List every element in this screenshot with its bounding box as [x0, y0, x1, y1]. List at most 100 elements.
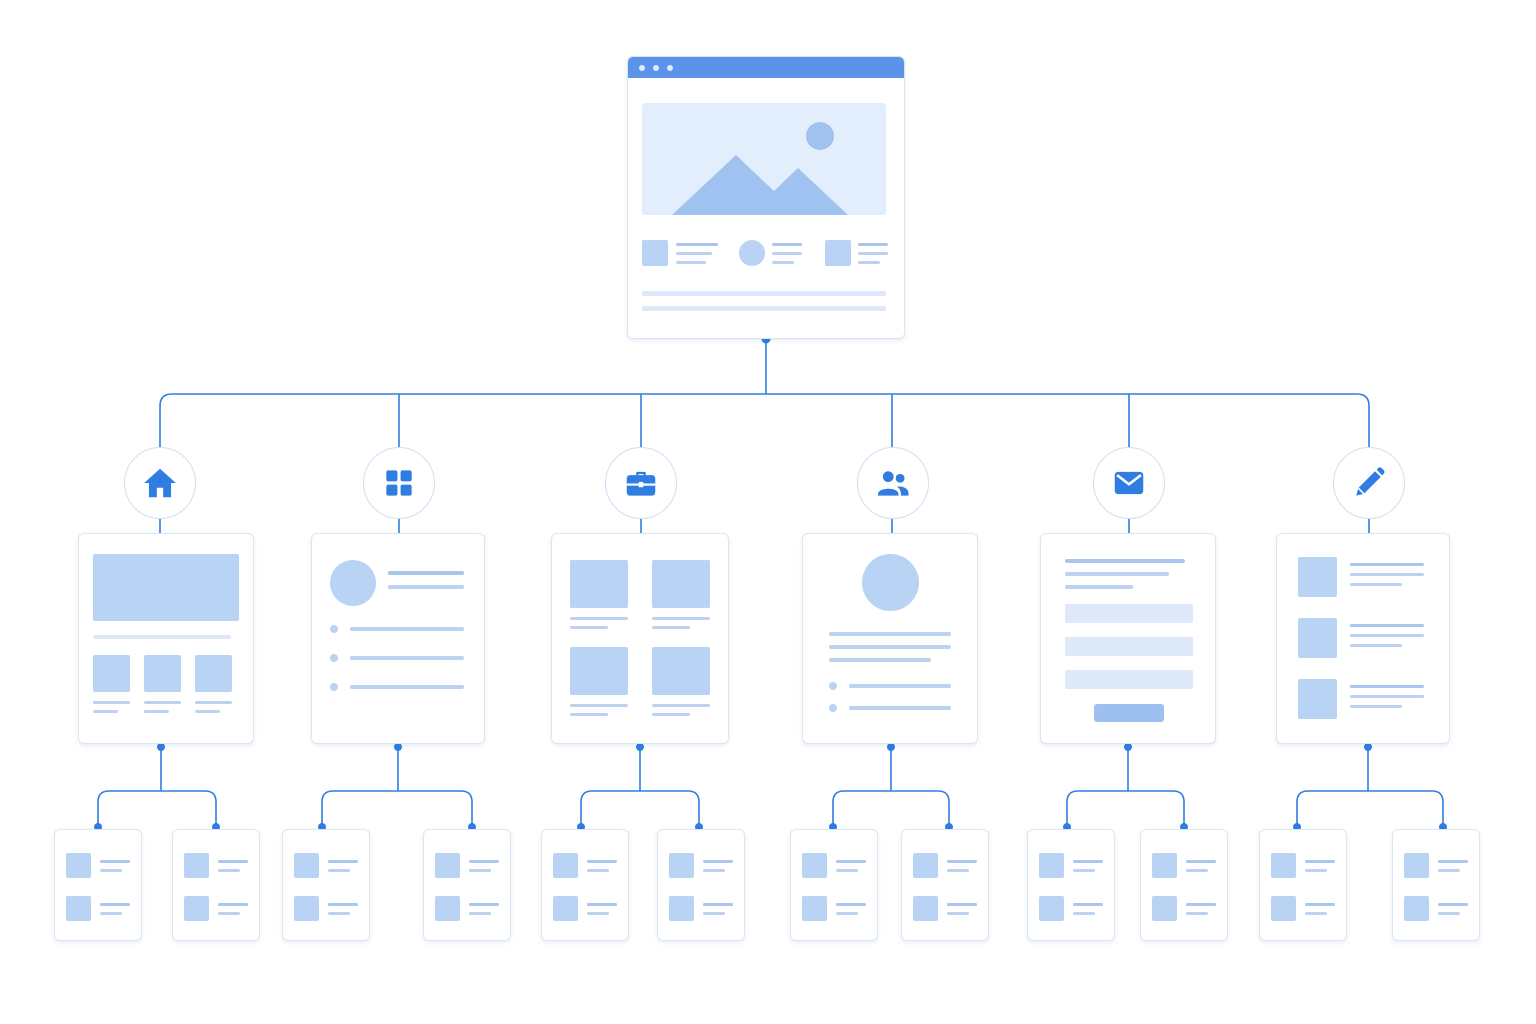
thumb-placeholder — [435, 896, 460, 921]
mail-icon — [1114, 471, 1144, 495]
thumb-placeholder — [1039, 896, 1064, 921]
text-line — [1350, 573, 1424, 576]
tile-placeholder — [570, 647, 628, 695]
thumb-placeholder — [913, 896, 938, 921]
feature-text-line — [858, 243, 888, 246]
tile-caption — [195, 710, 220, 713]
tile-caption — [652, 704, 710, 707]
grid-icon — [386, 470, 412, 496]
banner-placeholder — [93, 554, 239, 621]
text-line — [328, 903, 358, 906]
thumb-placeholder — [1152, 853, 1177, 878]
thumb-placeholder — [553, 853, 578, 878]
text-line — [218, 860, 248, 863]
text-line — [328, 912, 350, 915]
text-line — [1438, 860, 1468, 863]
users-node[interactable] — [857, 447, 929, 519]
text-line — [328, 860, 358, 863]
text-line — [1350, 583, 1402, 586]
text-line — [829, 632, 951, 636]
tile-caption — [652, 626, 690, 629]
text-line — [1305, 903, 1335, 906]
text-line — [218, 903, 248, 906]
feature-avatar — [739, 240, 765, 266]
briefcase-node[interactable] — [605, 447, 677, 519]
text-line — [1350, 563, 1424, 566]
text-line — [836, 903, 866, 906]
feature-text-line — [676, 252, 712, 255]
text-line — [836, 912, 858, 915]
text-line — [100, 869, 122, 872]
window-dot — [667, 65, 673, 71]
tile-caption — [144, 710, 169, 713]
text-line — [1186, 912, 1208, 915]
subpage-wireframe — [657, 829, 745, 941]
list-line — [849, 684, 951, 688]
thumb-placeholder — [294, 853, 319, 878]
text-line — [218, 869, 240, 872]
window-dot — [653, 65, 659, 71]
thumb-placeholder — [435, 853, 460, 878]
text-line — [947, 903, 977, 906]
text-line — [469, 903, 499, 906]
hero-image-placeholder-icon — [642, 103, 886, 215]
text-line — [218, 912, 240, 915]
feature-text-line — [676, 261, 706, 264]
tile-caption — [93, 710, 118, 713]
thumb-placeholder — [1152, 896, 1177, 921]
text-line — [829, 658, 931, 662]
subpage-wireframe — [790, 829, 878, 941]
text-line — [1065, 585, 1133, 589]
text-line — [703, 903, 733, 906]
text-line — [100, 860, 130, 863]
profile-avatar-placeholder — [862, 554, 919, 611]
grid-page-wireframe — [311, 533, 485, 744]
pencil-node[interactable] — [1333, 447, 1405, 519]
root-page-browser-window — [627, 56, 905, 339]
grid-node[interactable] — [363, 447, 435, 519]
home-node[interactable] — [124, 447, 196, 519]
text-line — [703, 912, 725, 915]
text-line — [100, 912, 122, 915]
form-field-placeholder — [1065, 637, 1193, 656]
footer-line — [642, 291, 886, 296]
list-bullet — [330, 625, 338, 633]
text-line — [1350, 695, 1424, 698]
tile-caption — [570, 704, 628, 707]
feature-text-line — [772, 252, 802, 255]
window-dot — [639, 65, 645, 71]
subpage-wireframe — [282, 829, 370, 941]
thumb-placeholder — [1271, 896, 1296, 921]
avatar-placeholder — [330, 560, 376, 606]
text-line — [469, 869, 491, 872]
thumb-placeholder — [802, 853, 827, 878]
thumb-placeholder — [1271, 853, 1296, 878]
text-line — [947, 860, 977, 863]
thumb-placeholder — [1039, 853, 1064, 878]
thumb-placeholder — [669, 853, 694, 878]
thumb-placeholder — [294, 896, 319, 921]
thumb-placeholder — [802, 896, 827, 921]
text-line — [1350, 644, 1402, 647]
text-line — [1350, 685, 1424, 688]
subpage-wireframe — [1259, 829, 1347, 941]
thumb-placeholder — [669, 896, 694, 921]
text-line — [1305, 860, 1335, 863]
list-bullet — [330, 654, 338, 662]
mail-node[interactable] — [1093, 447, 1165, 519]
feature-text-line — [858, 261, 880, 264]
tile-caption — [652, 713, 690, 716]
tile-placeholder — [144, 655, 181, 692]
list-bullet — [330, 683, 338, 691]
feature-text-line — [772, 261, 794, 264]
thumb-placeholder — [184, 896, 209, 921]
subpage-wireframe — [541, 829, 629, 941]
form-field-placeholder — [1065, 670, 1193, 689]
list-line — [350, 685, 464, 689]
text-line — [587, 903, 617, 906]
text-line — [388, 571, 464, 575]
thumb-placeholder — [913, 853, 938, 878]
list-line — [849, 706, 951, 710]
tile-caption — [570, 626, 608, 629]
